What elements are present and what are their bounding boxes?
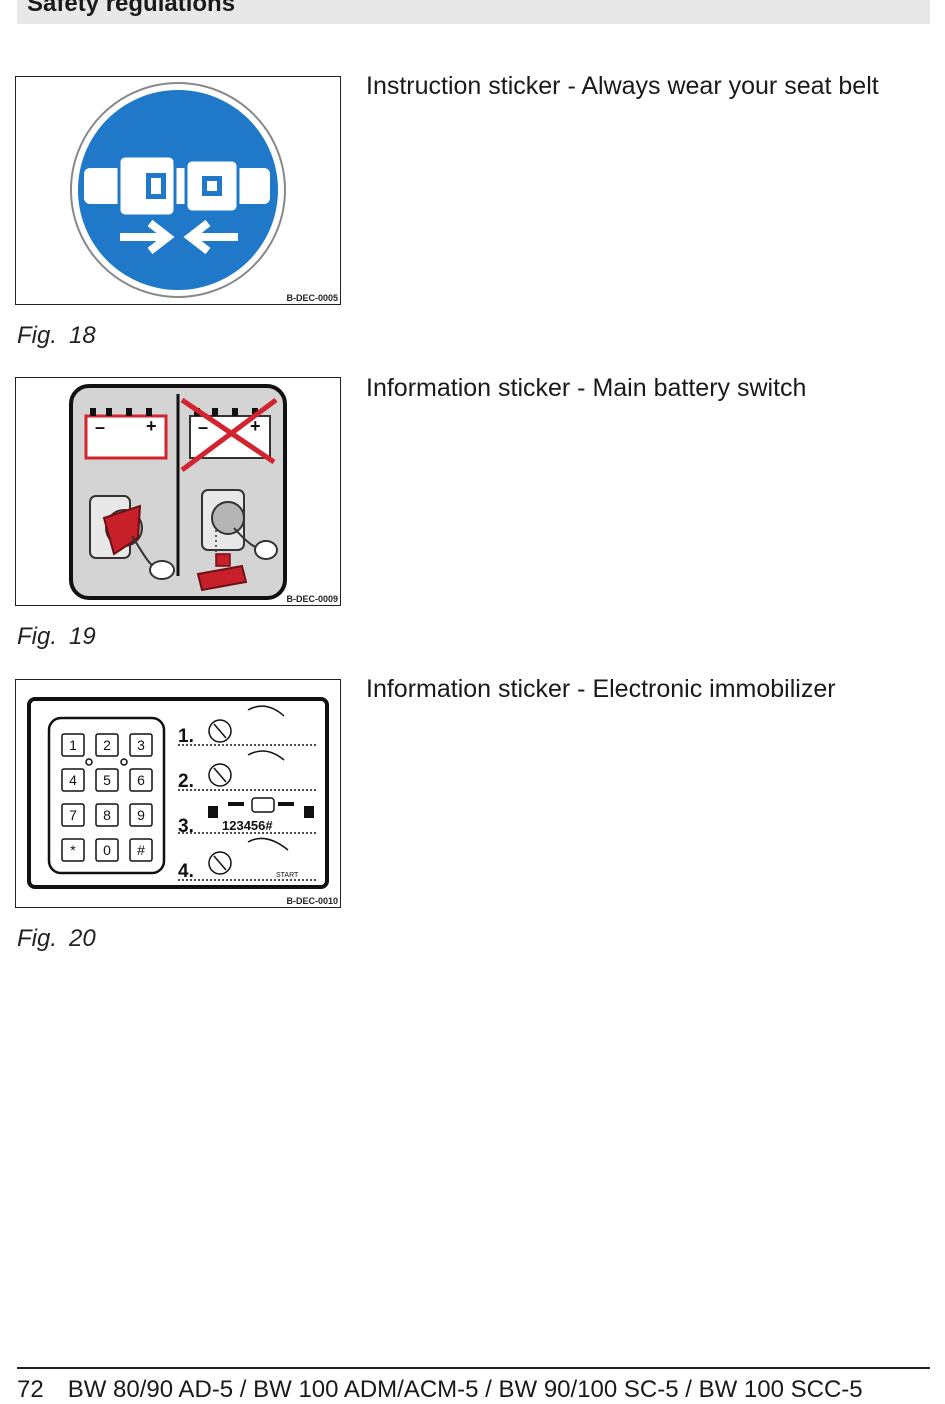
svg-text:–: – [95, 417, 105, 437]
keypad-key-label: 1 [69, 737, 77, 753]
figure-number: 18 [69, 322, 96, 349]
figure-number: 20 [69, 925, 96, 952]
keypad-key-label: 2 [103, 737, 111, 753]
battery-switch-icon: – + – + [69, 384, 287, 600]
section-title: Safety regulations [27, 0, 236, 17]
keypad-key [129, 768, 153, 792]
keypad-key [95, 838, 119, 862]
svg-text:+: + [146, 416, 157, 436]
figure-battery-switch-sticker: – + – + B-DEC-0009 [15, 377, 341, 606]
figure-code: B-DEC-0010 [286, 896, 338, 906]
keypad-key [95, 733, 119, 757]
figure-number: 19 [69, 623, 96, 650]
step-number: 2. [178, 771, 194, 792]
keypad-key [61, 768, 85, 792]
page-number: 72 [17, 1376, 44, 1403]
immobilizer-panel-icon: 1 2 3 4 5 6 7 8 9 * 0 # 1. 2. 3. 4. 123456# START [27, 697, 329, 889]
figure-seatbelt-sticker: B-DEC-0005 [15, 76, 341, 305]
keypad-key-label: 5 [103, 772, 111, 788]
keypad: 1 2 3 4 5 6 7 8 9 * 0 # [61, 733, 153, 862]
figure-label: Fig. 18 [17, 322, 96, 350]
figure-label-prefix: Fig. [17, 322, 58, 349]
keypad-key [129, 838, 153, 862]
step-number: 3. [178, 816, 194, 837]
start-label: START [276, 872, 299, 879]
keypad-key-label: 7 [69, 807, 77, 823]
keypad-key [129, 803, 153, 827]
svg-text:–: – [198, 417, 208, 437]
figure-label-prefix: Fig. [17, 623, 58, 650]
keypad-key-label: * [70, 842, 76, 858]
keypad-key-label: # [137, 842, 145, 858]
section-header: Safety regulations [17, 0, 930, 24]
seatbelt-sign-icon [70, 82, 286, 298]
figure-label-prefix: Fig. [17, 925, 58, 952]
footer-divider [17, 1367, 930, 1369]
keypad-key [61, 733, 85, 757]
figure-label: Fig. 20 [17, 925, 96, 953]
immobilizer-code: 123456# [222, 818, 273, 833]
keypad-key [61, 803, 85, 827]
keypad-key [129, 733, 153, 757]
keypad-key [95, 803, 119, 827]
figure-caption: Information sticker - Electronic immobil… [366, 675, 836, 703]
keypad-key-label: 8 [103, 807, 111, 823]
keypad-key-label: 0 [103, 842, 111, 858]
keypad-key-label: 6 [137, 772, 145, 788]
keypad-key-label: 9 [137, 807, 145, 823]
svg-text:+: + [250, 416, 261, 436]
keypad-key-label: 4 [69, 772, 77, 788]
figure-label: Fig. 19 [17, 623, 96, 651]
keypad-key [95, 768, 119, 792]
keypad-key [61, 838, 85, 862]
model-list: BW 80/90 AD-5 / BW 100 ADM/ACM-5 / BW 90… [67, 1376, 863, 1403]
figure-code: B-DEC-0005 [286, 293, 338, 303]
figure-caption: Instruction sticker - Always wear your s… [366, 72, 879, 100]
figure-caption: Information sticker - Main battery switc… [366, 374, 807, 402]
step-number: 1. [178, 726, 194, 747]
figure-immobilizer-sticker: 1 2 3 4 5 6 7 8 9 * 0 # 1. 2. 3. 4. 123456# START B-DE… [15, 679, 341, 908]
keypad-key-label: 3 [137, 737, 145, 753]
figure-code: B-DEC-0009 [286, 594, 338, 604]
page-footer: 72 BW 80/90 AD-5 / BW 100 ADM/ACM-5 / BW … [17, 1376, 863, 1404]
step-number: 4. [178, 861, 194, 882]
step-list: 1. 2. 3. 4. [178, 726, 194, 882]
